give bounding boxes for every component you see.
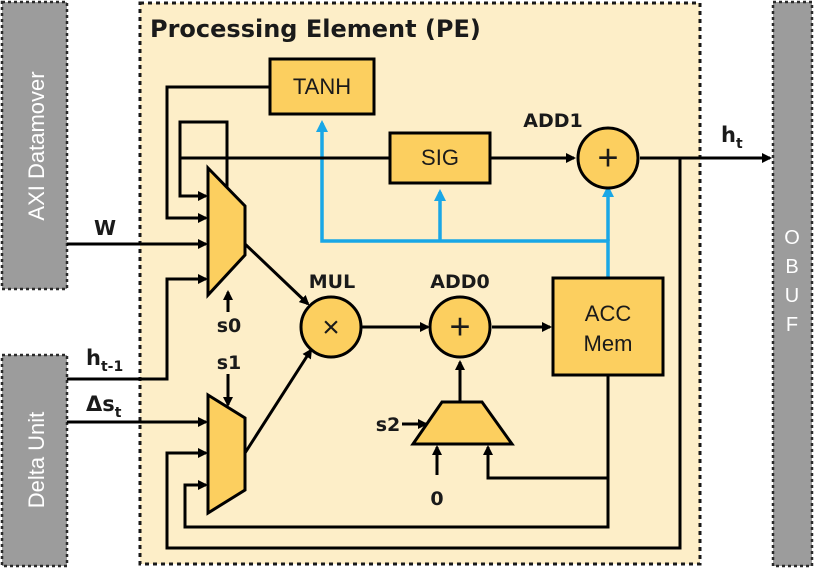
w-label: W [94, 216, 116, 240]
add0-symbol: + [449, 306, 470, 347]
pe-title: Processing Element (PE) [150, 15, 481, 43]
obuf-letter-b: B [785, 256, 798, 278]
mul-label: MUL [309, 271, 355, 293]
add0-label: ADD0 [430, 271, 489, 293]
obuf-letter-f: F [786, 314, 798, 336]
mul-symbol: × [322, 311, 340, 344]
add1-label: ADD1 [523, 110, 582, 132]
mem-label: Mem [584, 331, 633, 356]
zero-label: 0 [430, 488, 443, 510]
s2-label: s2 [376, 414, 401, 436]
s0-label: s0 [217, 315, 242, 337]
h-out-label: ht [721, 123, 743, 152]
sig-block: SIG [388, 131, 492, 185]
axi-datamover-label: AXI Datamover [24, 71, 49, 220]
delta-s-sub: t [115, 405, 122, 421]
add1-operator: + [576, 126, 640, 190]
delta-unit-label: Delta Unit [24, 412, 49, 509]
wires [67, 85, 772, 550]
h-out-sub: t [736, 136, 743, 152]
obuf-letter-o: O [784, 227, 800, 249]
h-out-base: h [721, 123, 736, 147]
mux-0 [206, 164, 247, 299]
delta-unit-block: Delta Unit [0, 353, 69, 568]
obuf-letter-u: U [785, 285, 799, 307]
axi-datamover-block: AXI Datamover [0, 0, 69, 291]
blue-wires [316, 120, 614, 278]
mul-operator: × [299, 295, 363, 359]
delta-s-label: Δst [86, 392, 122, 421]
tanh-label: TANH [293, 74, 351, 99]
h-prev-label: ht-1 [86, 346, 123, 375]
h-prev-base: h [86, 346, 101, 370]
mux-1 [206, 392, 247, 516]
obuf-block: O B U F [771, 0, 814, 568]
h-prev-sub: t-1 [101, 359, 123, 375]
delta-s-base: Δs [86, 392, 115, 416]
tanh-block: TANH [268, 57, 376, 116]
acc-mem-block: ACC Mem [551, 276, 665, 377]
acc-label: ACC [585, 301, 632, 326]
mux-2 [410, 400, 515, 446]
sig-label: SIG [421, 145, 459, 170]
s1-label: s1 [217, 352, 242, 374]
add0-operator: + [428, 295, 492, 359]
add1-symbol: + [597, 137, 618, 178]
